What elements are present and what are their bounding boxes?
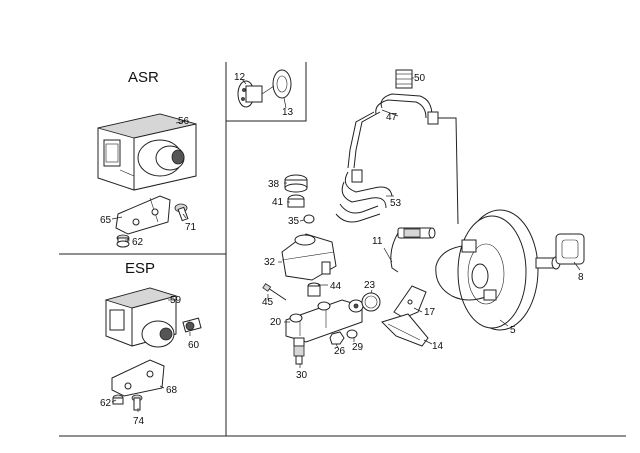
vacuum-line: [438, 117, 459, 225]
part-label: 59: [170, 295, 182, 306]
vacuum-hose-assembly: [335, 69, 439, 223]
part-label: 53: [390, 198, 402, 209]
part-label: 71: [185, 222, 197, 233]
asr-bracket: [115, 195, 171, 235]
pressure-switch: [293, 337, 305, 365]
asr-rubber-mount: [116, 234, 130, 248]
part-label: 20: [270, 317, 282, 328]
esp-bracket: [111, 359, 165, 397]
part-label: 38: [268, 179, 280, 190]
part-label: 65: [100, 215, 112, 226]
reservoir-seal: [303, 214, 315, 224]
part-label: 50: [414, 73, 426, 84]
esp-sensor: [182, 317, 202, 333]
panel-frame: [59, 62, 626, 437]
reservoir-grommet: [307, 282, 321, 297]
booster-gasket: [555, 233, 585, 265]
asr-screw: [174, 203, 189, 222]
part-label: 35: [288, 216, 300, 227]
part-labels: 56 65 71 62 59 60 68 62 74 12 13 50 47 3…: [100, 72, 584, 427]
part-label: 30: [296, 370, 308, 381]
part-label: 13: [282, 107, 294, 118]
esp-hydraulic-unit: [104, 287, 178, 348]
part-label: 44: [330, 281, 342, 292]
part-label: 41: [272, 197, 284, 208]
part-label: 74: [133, 416, 145, 427]
part-label: 47: [386, 112, 398, 123]
vacuum-sensor: [390, 227, 436, 273]
part-label: 62: [132, 237, 144, 248]
part-label: 68: [166, 385, 178, 396]
part-label: 23: [364, 280, 376, 291]
part-label: 60: [188, 340, 200, 351]
part-label: 56: [178, 116, 190, 127]
master-cylinder: [285, 299, 364, 343]
sensor-bracket: [393, 285, 427, 319]
part-label: 17: [424, 307, 436, 318]
master-cylinder-nut: [329, 331, 345, 345]
reservoir-cap: [284, 174, 308, 193]
brake-fluid-reservoir: [281, 233, 337, 281]
reservoir-filter: [287, 194, 305, 208]
master-cylinder-washer: [346, 329, 358, 339]
asr-hydraulic-unit: [97, 113, 197, 191]
part-label: 29: [352, 342, 364, 353]
reservoir-cap-inset: [237, 69, 292, 108]
part-label: 62: [100, 398, 112, 409]
leader-lines: [111, 77, 581, 412]
part-label: 26: [334, 346, 346, 357]
part-label: 8: [578, 272, 584, 283]
esp-section-title: ESP: [125, 260, 155, 277]
esp-screw: [131, 394, 143, 411]
pedal-plate: [381, 313, 429, 347]
brake-booster: [435, 209, 571, 331]
esp-rubber-mount: [112, 394, 124, 405]
part-label: 12: [234, 72, 246, 83]
reservoir-bolt: [262, 283, 287, 301]
part-label: 32: [264, 257, 276, 268]
asr-section-title: ASR: [128, 69, 159, 86]
part-label: 5: [510, 325, 516, 336]
booster-o-ring: [361, 292, 381, 312]
part-label: 45: [262, 297, 274, 308]
part-label: 14: [432, 341, 444, 352]
part-label: 11: [372, 236, 383, 247]
